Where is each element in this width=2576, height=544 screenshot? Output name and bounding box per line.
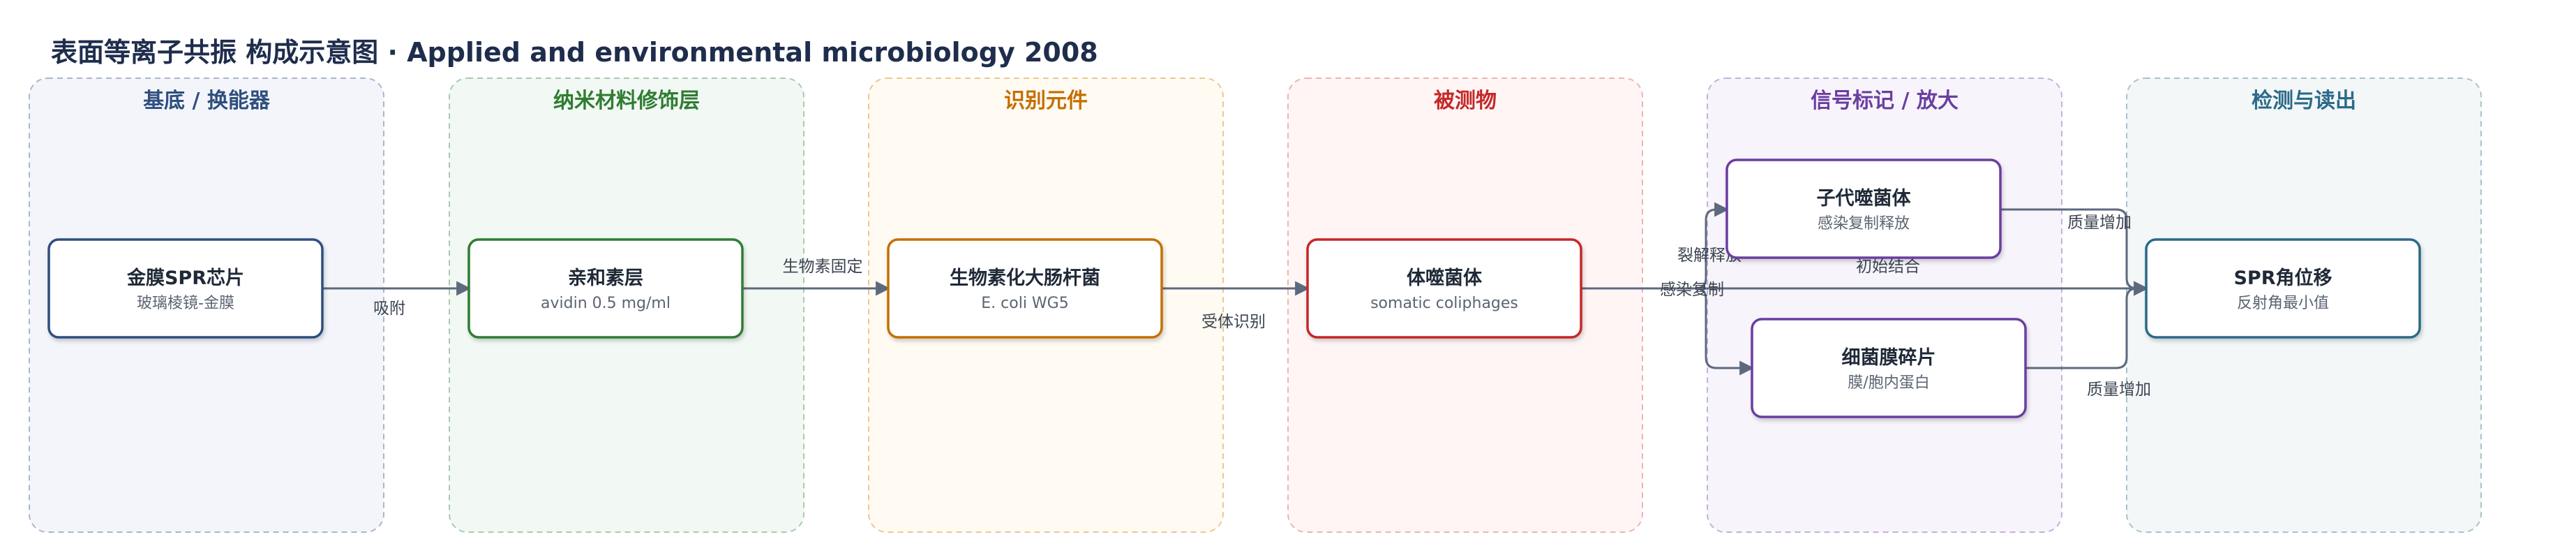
edge-progeny-spr [2000, 208, 2149, 296]
lane-signal-title: 信号标记 / 放大 [1811, 89, 1959, 113]
edge-label-avidin-ecoli: 生物素固定 [783, 258, 863, 276]
node-spr-box [2145, 238, 2421, 339]
edge-label-progeny-spr: 质量增加 [2067, 214, 2132, 232]
edge-label-debris-spr: 质量增加 [2087, 381, 2151, 399]
node-phage-subtitle: somatic coliphages [1370, 295, 1518, 312]
lane-substrate-title: 基底 / 换能器 [143, 89, 271, 113]
node-progeny-subtitle: 感染复制释放 [1818, 215, 1910, 233]
node-chip-subtitle: 玻璃棱镜-金膜 [137, 295, 234, 312]
node-chip-title: 金膜SPR芯片 [126, 267, 244, 289]
lane-analyte-title: 被测物 [1434, 89, 1497, 113]
node-phage-box [1306, 238, 1582, 339]
edge-label-phage-spr: 初始结合 [1856, 258, 1920, 276]
node-ecoli-title: 生物素化大肠杆菌 [950, 267, 1100, 289]
node-progeny-title: 子代噬菌体 [1817, 188, 1912, 209]
edge-debris-spr [2025, 281, 2149, 369]
node-avidin: 亲和素层 avidin 0.5 mg/ml [467, 238, 744, 339]
node-chip: 金膜SPR芯片 玻璃棱镜-金膜 [47, 238, 324, 339]
node-debris-box [1751, 318, 2027, 418]
edges [322, 202, 2149, 376]
node-spr-subtitle: 反射角最小值 [2237, 295, 2329, 312]
node-ecoli-subtitle: E. coli WG5 [981, 295, 1068, 312]
node-chip-box [47, 238, 324, 339]
node-ecoli-box [887, 238, 1163, 339]
node-spr-title: SPR角位移 [2233, 267, 2332, 289]
edge-labels: 吸附 生物素固定 受体识别 初始结合 裂解释放 感染复制 质量增加 质量增加 [373, 214, 2151, 399]
node-avidin-subtitle: avidin 0.5 mg/ml [541, 295, 671, 312]
node-ecoli: 生物素化大肠杆菌 E. coli WG5 [887, 238, 1163, 339]
lane-recognition-title: 识别元件 [1004, 89, 1088, 113]
node-avidin-box [467, 238, 744, 339]
edge-phage-progeny [1581, 202, 1730, 290]
edge-label-phage-debris: 感染复制 [1660, 281, 1724, 299]
node-avidin-title: 亲和素层 [568, 267, 643, 289]
lane-readout-title: 检测与读出 [2252, 89, 2356, 113]
diagram-title: 表面等离子共振 构成示意图 · Applied and environmenta… [51, 37, 1098, 68]
node-debris-subtitle: 膜/胞内蛋白 [1848, 374, 1929, 392]
lane-nano-title: 纳米材料修饰层 [553, 89, 700, 113]
node-spr: SPR角位移 反射角最小值 [2145, 238, 2421, 339]
node-debris: 细菌膜碎片 膜/胞内蛋白 [1751, 318, 2027, 418]
node-progeny-box [1725, 159, 2002, 259]
lane-signal-bg [1707, 78, 2062, 533]
edge-label-chip-avidin: 吸附 [373, 300, 405, 318]
node-debris-title: 细菌膜碎片 [1842, 346, 1936, 369]
node-progeny: 子代噬菌体 感染复制释放 [1725, 159, 2002, 259]
lane-signal: 信号标记 / 放大 [1707, 78, 2062, 533]
edge-label-ecoli-phage: 受体识别 [1201, 313, 1266, 331]
edge-phage-debris [1581, 287, 1755, 376]
node-phage: 体噬菌体 somatic coliphages [1306, 238, 1582, 339]
node-phage-title: 体噬菌体 [1407, 267, 1483, 289]
